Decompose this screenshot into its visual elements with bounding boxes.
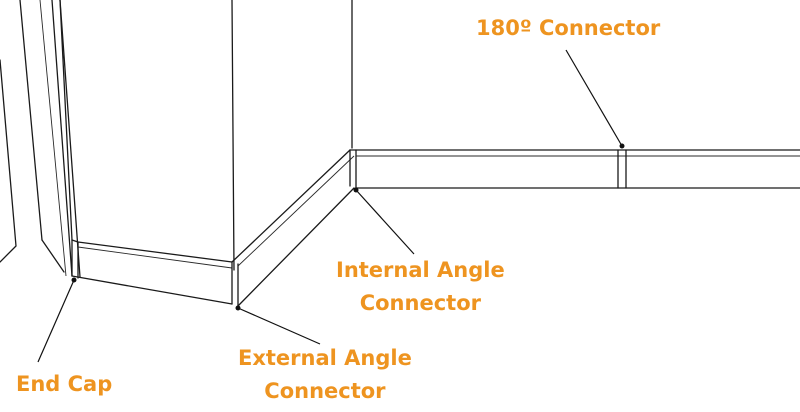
callout-internal-angle-line1: Internal Angle	[336, 258, 505, 282]
wall-pillar	[59, 0, 353, 271]
callout-180-connector: 180º Connector	[476, 12, 660, 45]
skirting-back-wall	[349, 149, 800, 189]
callout-external-angle-connector: External Angle Connector	[238, 342, 412, 408]
callout-external-angle-line2: Connector	[264, 379, 386, 403]
callout-180-connector-label: 180º Connector	[476, 16, 661, 40]
skirting-pillar-front	[71, 239, 239, 307]
callout-external-angle-line1: External Angle	[238, 346, 412, 370]
callout-internal-angle-connector: Internal Angle Connector	[336, 254, 505, 320]
callout-end-cap: End Cap	[16, 368, 112, 401]
callout-internal-angle-line2: Connector	[359, 291, 481, 315]
leader-lines	[37, 49, 625, 363]
callout-end-cap-label: End Cap	[16, 372, 113, 396]
door-frame	[0, 0, 81, 278]
